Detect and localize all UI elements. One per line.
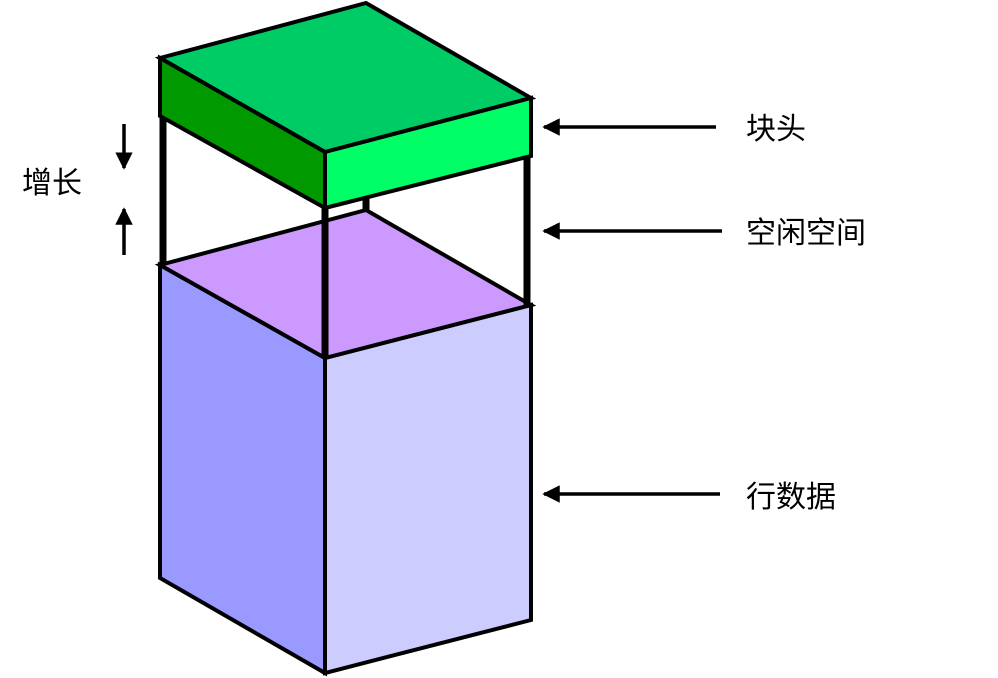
free-space-top-face [154, 207, 537, 361]
free-space-label: 空闲空间 [746, 216, 866, 251]
free-space-poles [159, 116, 531, 358]
row-data-box [154, 207, 537, 677]
block-header-label: 块头 [746, 112, 806, 147]
block-header-box [154, 0, 537, 212]
row-data-front-face [323, 302, 533, 676]
growth-label: 增长 [22, 166, 82, 201]
row-data-label: 行数据 [746, 480, 836, 515]
block-header-left-face [158, 54, 327, 212]
